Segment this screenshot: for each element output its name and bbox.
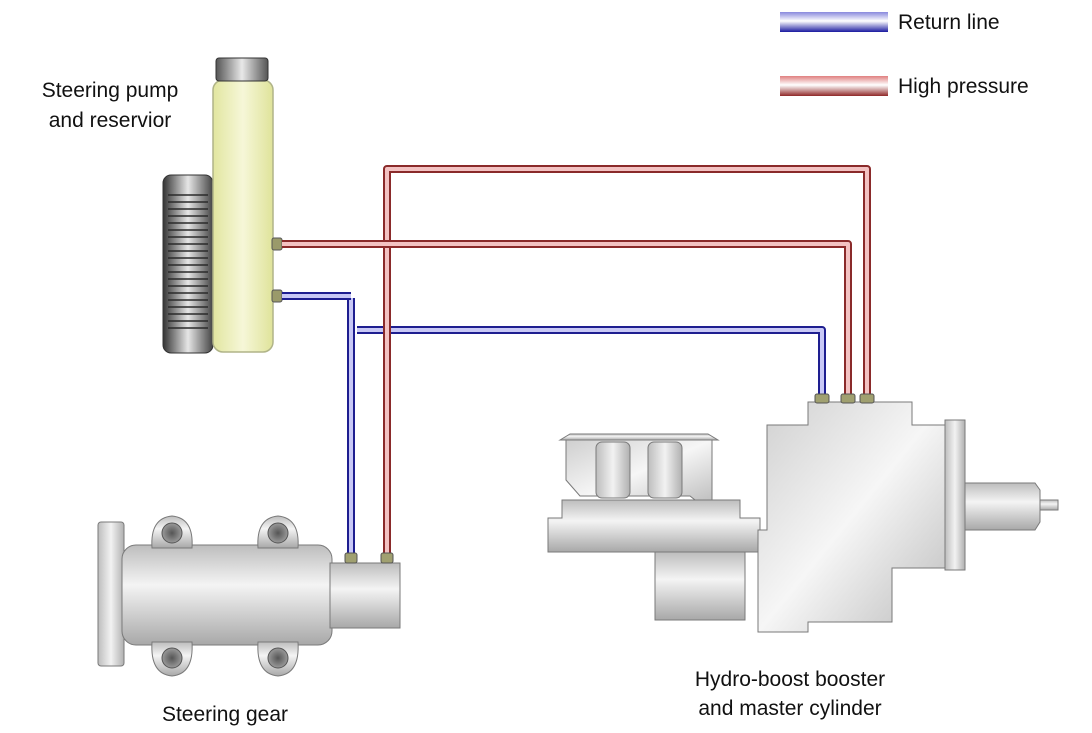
legend-swatch-return — [780, 12, 888, 32]
steering-gear — [97, 515, 401, 677]
pump-label-line1: Steering pump — [41, 79, 179, 102]
reservoir-cap — [215, 57, 269, 82]
pressure-port-fitting — [271, 237, 283, 251]
legend-swatch-pressure — [780, 76, 888, 96]
pulley-grooves — [168, 194, 208, 329]
gear-housing — [121, 544, 333, 646]
legend-return-label: Return line — [898, 11, 1000, 34]
booster-pump-pressure-port — [840, 393, 856, 404]
return-port-fitting — [271, 289, 283, 303]
gear-valve-body — [329, 562, 401, 629]
steering-pump — [162, 57, 283, 354]
reservoir-chamber-2 — [647, 441, 683, 499]
master-cylinder-body — [547, 499, 761, 553]
booster-input-rod-boot — [964, 482, 1041, 531]
hydro-boost-booster — [547, 393, 1059, 633]
gear-return-port — [344, 552, 358, 564]
return-hose-booster-outline — [357, 326, 826, 396]
hoses — [282, 165, 871, 560]
master-cylinder-lower — [654, 551, 746, 621]
return-hose-booster — [357, 328, 824, 396]
reservoir-chamber-1 — [595, 441, 631, 499]
gear-bolt-holes — [161, 522, 289, 669]
pump-label-line2: and reservior — [48, 109, 172, 132]
legend — [780, 12, 888, 96]
high-pressure-hose-pump — [282, 242, 850, 396]
booster-flange — [944, 419, 966, 571]
legend-pressure-label: High pressure — [898, 75, 1029, 98]
gear-end-flange — [97, 521, 125, 667]
booster-gear-pressure-port — [859, 393, 875, 404]
master-cylinder-reservoir — [565, 439, 713, 506]
gear-label: Steering gear — [161, 703, 289, 726]
gear-pressure-port — [380, 552, 394, 564]
booster-label-line1: Hydro-boost booster — [694, 668, 886, 691]
booster-label-line2: and master cylinder — [698, 697, 882, 720]
reservoir-body — [212, 79, 274, 353]
booster-housing — [757, 401, 946, 633]
booster-return-port — [814, 393, 830, 404]
high-pressure-hose-gear — [385, 167, 869, 560]
high-pressure-hose-pump-outline — [282, 240, 852, 396]
master-cylinder-lid — [558, 433, 720, 441]
booster-pushrod — [1039, 499, 1059, 511]
